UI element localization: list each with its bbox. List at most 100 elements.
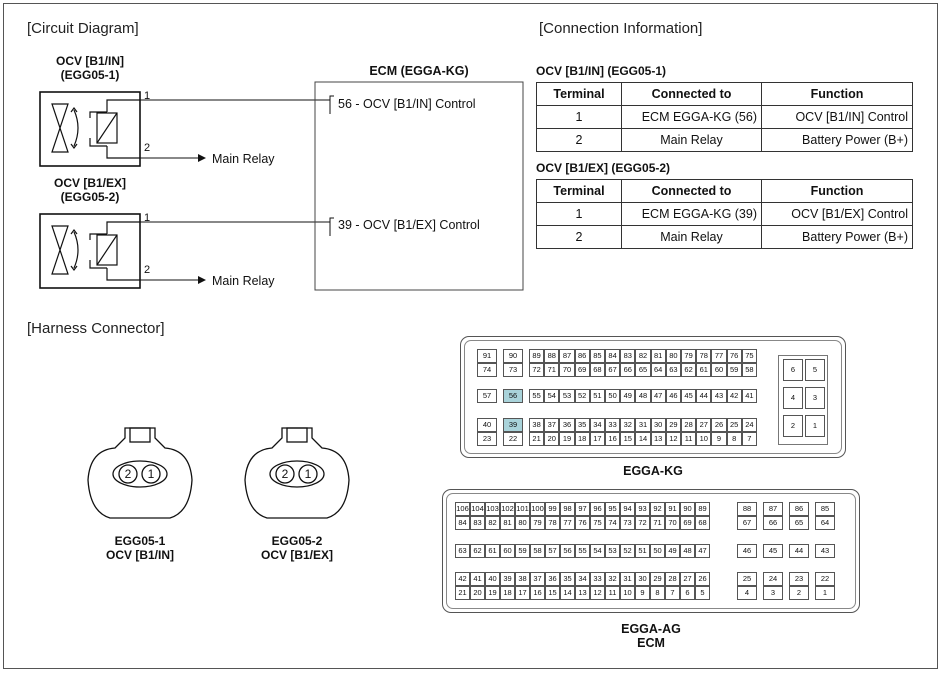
ocv1-code: (EGG05-1) [60,68,120,82]
connector-pin: 50 [605,389,621,403]
connector-pin: 29 [650,572,665,586]
connector-pin: 79 [530,516,545,530]
connector-pin: 70 [559,363,575,377]
connector-pin: 45 [681,389,697,403]
ecm-box [314,81,524,291]
connector-pin: 6 [680,586,695,600]
connector-pin: 24 [741,418,757,432]
table2-title: OCV [B1/EX] (EGG05-2) [536,161,671,175]
table2-header-connected: Connected to [621,179,762,203]
connector-pin: 31 [635,418,651,432]
connector-pin: 4 [737,586,757,600]
connector-pin: 80 [665,349,681,363]
table-row: 1 ECM EGGA-KG (39) OCV [B1/EX] Control [536,202,913,226]
connector-pin: 31 [620,572,635,586]
connector-pin: 38 [529,418,545,432]
connection-table-ocv2: Terminal Connected to Function 1 ECM EGG… [536,179,913,249]
connector-pin: 24 [763,572,783,586]
table2-r2-connected: Main Relay [621,225,762,249]
connector-pin: 44 [789,544,809,558]
connector-pin: 54 [590,544,605,558]
table2-r1-terminal: 1 [536,202,622,226]
pin-block [778,355,828,445]
connector-pin: 77 [711,349,727,363]
connector-pin: 69 [680,516,695,530]
connector-pin: 104 [470,502,485,516]
connector-pin: 81 [650,349,666,363]
connector-pin: 13 [575,586,590,600]
connector-pin: 37 [544,418,560,432]
table2-r2-terminal: 2 [536,225,622,249]
connector-pin: 93 [635,502,650,516]
table1-title: OCV [B1/IN] (EGG05-1) [536,64,667,78]
connector-pin: 27 [696,418,712,432]
ocv2-code: (EGG05-2) [60,190,120,204]
connector-pin: 34 [575,572,590,586]
egga-ag-sublabel: ECM [637,636,665,650]
connector-pin: 39 [503,418,523,432]
connector-pin: 100 [530,502,545,516]
ecm-pin56-bracket [329,95,334,114]
connector-pin: 7 [741,432,757,446]
connector-pin: 61 [696,363,712,377]
connector-pin: 42 [455,572,470,586]
egga-ag-label: EGGA-AG ECM [442,622,860,650]
connector-pin: 59 [515,544,530,558]
connector-pin: 10 [620,586,635,600]
connector-pin: 17 [589,432,605,446]
egg05-2-code: EGG05-2 [271,534,323,548]
connector-pin: 71 [650,516,665,530]
connector-pin: 41 [470,572,485,586]
table1-header-terminal: Terminal [536,82,622,106]
connector-pin: 65 [635,363,651,377]
connector-pin: 86 [574,349,590,363]
table-row: 2 Main Relay Battery Power (B+) [536,225,913,249]
ocv2-name: OCV [B1/EX] [53,176,126,190]
egga-kg-label: EGGA-KG [623,464,683,478]
connector-pin: 23 [789,572,809,586]
connector-pin: 8 [726,432,742,446]
table1-header-connected: Connected to [621,82,762,106]
connector-pin: 44 [696,389,712,403]
ecm-pin56-label: 56 - OCV [B1/IN] Control [338,97,476,111]
connector-pin: 9 [635,586,650,600]
connector-pin: 77 [560,516,575,530]
connector-pin: 11 [681,432,697,446]
connector-pin: 35 [574,418,590,432]
connector-pin: 106 [455,502,470,516]
connector-pin: 101 [515,502,530,516]
egg05-1-label: EGG05-1 OCV [B1/IN] [80,534,200,562]
connector-pin: 25 [737,572,757,586]
connector-pin: 84 [605,349,621,363]
egg05-2-pin2: 2 [281,467,289,481]
connector-pin: 32 [605,572,620,586]
connector-pin: 55 [575,544,590,558]
connector-pin: 66 [620,363,636,377]
connector-pin: 12 [590,586,605,600]
connector-pin: 79 [681,349,697,363]
connector-pin: 92 [650,502,665,516]
connector-pin: 52 [620,544,635,558]
connector-pin: 26 [695,572,710,586]
connector-pin: 64 [815,516,835,530]
connector-pin: 7 [665,586,680,600]
connector-pin: 46 [665,389,681,403]
connector-pin: 81 [500,516,515,530]
connector-pin: 8 [650,586,665,600]
connector-pin: 19 [485,586,500,600]
connector-pin: 41 [741,389,757,403]
connector-pin: 103 [485,502,500,516]
table1-r2-function: Battery Power (B+) [761,128,913,152]
connector-pin: 82 [485,516,500,530]
connector-pin: 5 [805,359,825,381]
connector-pin: 45 [763,544,783,558]
connector-pin: 84 [455,516,470,530]
connector-pin: 23 [477,432,497,446]
connector-pin: 94 [620,502,635,516]
connector-pin: 60 [500,544,515,558]
connector-pin: 99 [545,502,560,516]
connector-pin: 61 [485,544,500,558]
connector-pin: 73 [620,516,635,530]
